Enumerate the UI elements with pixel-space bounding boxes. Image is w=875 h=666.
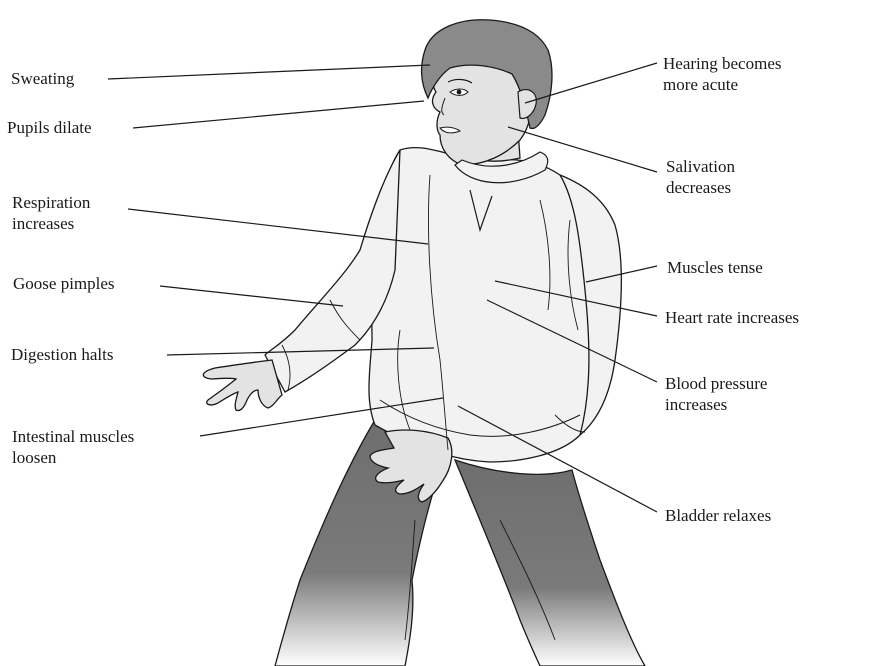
label-goose-pimples: Goose pimples [13, 273, 115, 294]
label-salivation-decreases: Salivation decreases [666, 156, 735, 198]
label-intestinal-muscles-loosen: Intestinal muscles loosen [12, 426, 134, 468]
sweater-torso [369, 148, 589, 462]
left-hand [203, 360, 282, 411]
label-digestion-halts: Digestion halts [11, 344, 113, 365]
label-pupils-dilate: Pupils dilate [7, 117, 92, 138]
label-heart-rate-increases: Heart rate increases [665, 307, 799, 328]
label-sweating: Sweating [11, 68, 74, 89]
pupil [457, 90, 462, 95]
label-bladder-relaxes: Bladder relaxes [665, 505, 771, 526]
label-muscles-tense: Muscles tense [667, 257, 763, 278]
label-blood-pressure-increases: Blood pressure increases [665, 373, 767, 415]
leader-sweating [108, 65, 430, 79]
label-hearing-acute: Hearing becomes more acute [663, 53, 781, 95]
label-respiration-increases: Respiration increases [12, 192, 90, 234]
leader-goose [160, 286, 343, 306]
leader-pupils [133, 101, 424, 128]
